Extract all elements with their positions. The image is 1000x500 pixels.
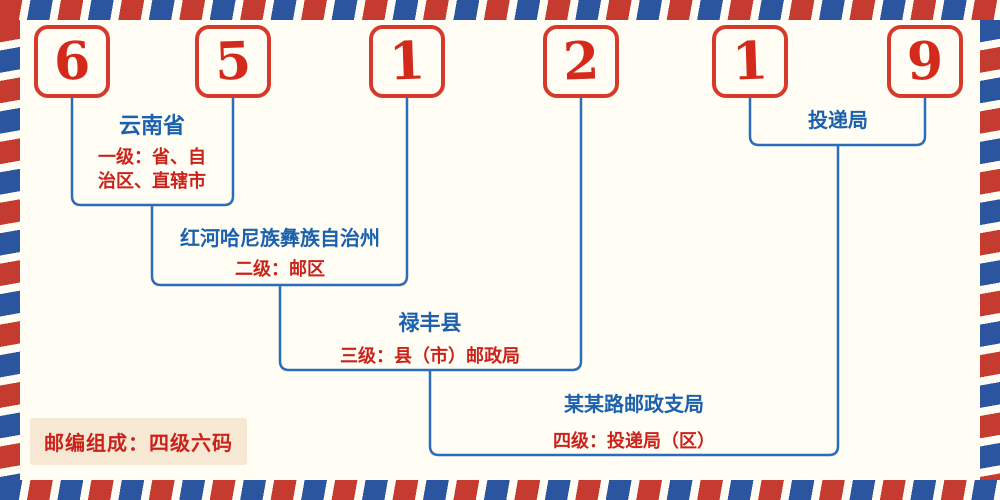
delivery-office-name: 投递局 [808, 110, 868, 132]
digit-3: 1 [387, 29, 427, 93]
digit-5: 1 [730, 29, 770, 93]
digit-box-1: 6 [34, 25, 110, 98]
bracket-level4 [428, 145, 840, 457]
composition-note-text: 邮编组成：四级六码 [44, 433, 233, 455]
level1-name: 云南省 [118, 113, 185, 138]
airmail-border-top [0, 0, 1000, 20]
digit-box-6: 9 [887, 25, 963, 98]
digit-box-5: 1 [712, 25, 788, 98]
label-level2: 红河哈尼族彝族自治州 二级：邮区 [150, 226, 410, 282]
level1-desc: 一级：省、自治区、直辖市 [98, 146, 206, 192]
digit-box-2: 5 [195, 25, 271, 98]
label-delivery-office: 投递局 [763, 108, 913, 134]
digit-box-4: 2 [543, 25, 619, 98]
digit-4: 2 [561, 29, 601, 93]
label-level1: 云南省 一级：省、自治区、直辖市 [82, 112, 222, 194]
digit-6: 9 [905, 29, 945, 93]
airmail-border-bottom [0, 480, 1000, 500]
digit-2: 5 [213, 29, 253, 93]
airmail-border-left [0, 20, 20, 480]
level2-name: 红河哈尼族彝族自治州 [180, 228, 380, 250]
digit-box-3: 1 [369, 25, 445, 98]
digit-1: 6 [52, 29, 92, 93]
label-level3: 禄丰县 三级：县（市）邮政局 [300, 310, 560, 369]
level3-name: 禄丰县 [398, 312, 462, 335]
level3-desc: 三级：县（市）邮政局 [340, 346, 520, 367]
level2-desc: 二级：邮区 [235, 259, 325, 279]
level4-desc: 四级：投递局（区） [553, 431, 715, 451]
composition-note: 邮编组成：四级六码 [30, 418, 247, 465]
bracket-delivery [748, 98, 927, 147]
airmail-border-right [980, 20, 1000, 480]
label-level4: 某某路邮政支局 四级：投递局（区） [484, 392, 784, 454]
level4-name: 某某路邮政支局 [564, 394, 704, 416]
